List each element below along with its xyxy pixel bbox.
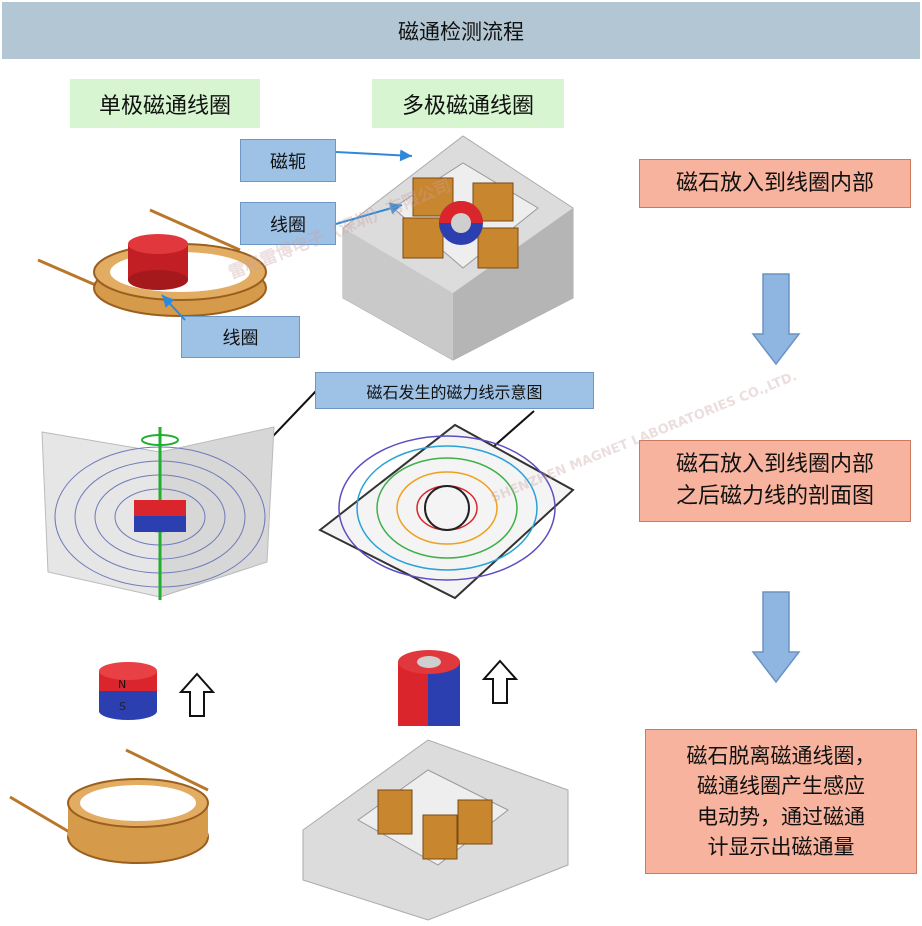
page-title-bar: 磁通检测流程 — [2, 2, 920, 59]
multi-pole-yoke-illustration — [342, 135, 574, 361]
field-lines-label: 磁石发生的磁力线示意图 — [315, 372, 594, 409]
step-3-box: 磁石脱离磁通线圈， 磁通线圈产生感应 电动势，通过磁通 计显示出磁通量 — [645, 729, 917, 874]
flow-arrow-2 — [751, 591, 801, 684]
coil-label-single: 线圈 — [181, 316, 300, 358]
south-pole-label: S — [119, 700, 126, 713]
single-coil-illustration — [9, 748, 209, 864]
yoke-label: 磁轭 — [240, 139, 336, 182]
multi-pole-field-cross-section-illustration — [318, 423, 575, 600]
magnet-removal-arrow-single — [178, 672, 216, 717]
single-magnet-field-lines-illustration — [41, 426, 275, 600]
step-2-box: 磁石放入到线圈内部 之后磁力线的剖面图 — [639, 440, 911, 522]
north-pole-label: N — [118, 678, 127, 691]
multi-coil-header: 多极磁通线圈 — [372, 79, 564, 128]
flow-arrow-1 — [751, 273, 801, 366]
step-1-box: 磁石放入到线圈内部 — [639, 159, 911, 208]
coil-label-multi: 线圈 — [240, 202, 336, 245]
multi-pole-yoke-magnet-lifted-illustration — [302, 650, 569, 921]
page-title: 磁通检测流程 — [398, 19, 524, 44]
single-coil-header: 单极磁通线圈 — [70, 79, 260, 128]
loose-magnet-illustration — [99, 662, 157, 720]
magnet-removal-arrow-multi — [481, 659, 519, 704]
